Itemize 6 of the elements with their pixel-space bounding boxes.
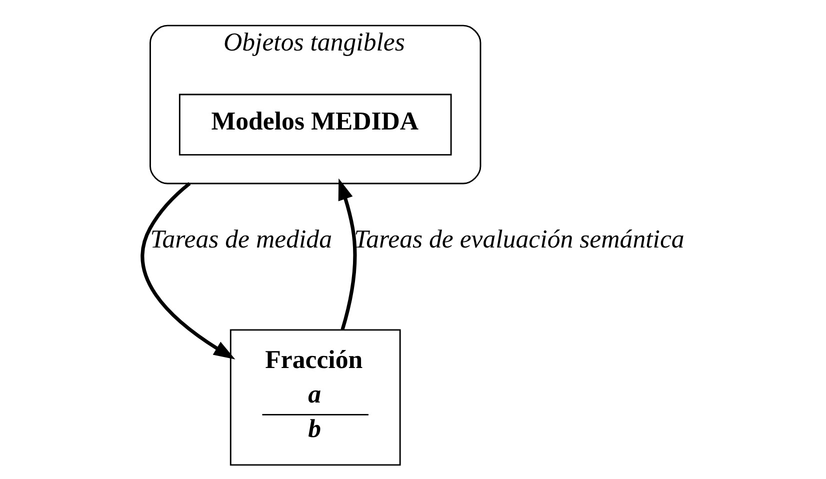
node-box: Fracción a b [230,329,401,466]
edge-label: Tareas de evaluación semántica [354,224,684,254]
node-box: Modelos MEDIDA [178,94,452,156]
edge-label: Tareas de medida [150,224,332,254]
arrow [338,178,357,330]
arrow [140,182,236,360]
